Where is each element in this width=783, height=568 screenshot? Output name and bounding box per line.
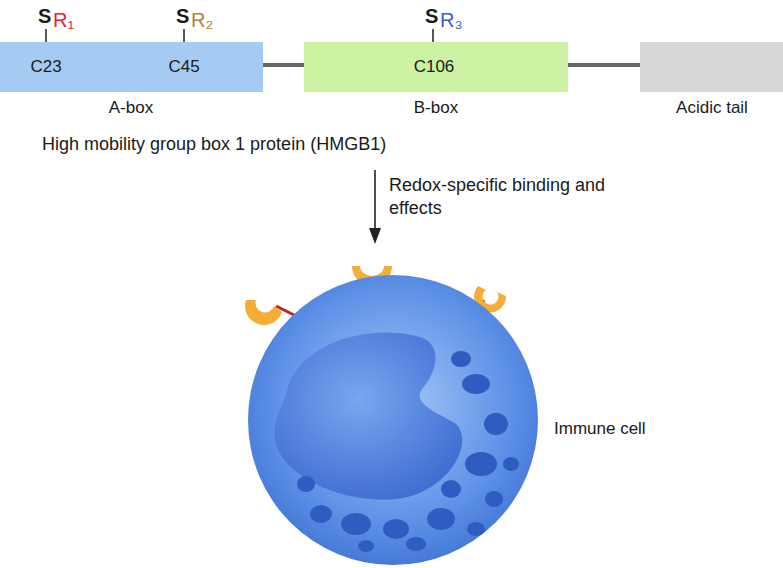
nucleus bbox=[275, 333, 463, 500]
granule bbox=[451, 351, 471, 367]
linker bbox=[568, 63, 640, 67]
cell-outline bbox=[246, 274, 540, 566]
residue-label: C106 bbox=[414, 57, 455, 77]
residue-label: C23 bbox=[30, 57, 61, 77]
granule bbox=[485, 491, 503, 507]
down-arrow bbox=[369, 170, 381, 244]
granule bbox=[441, 480, 461, 498]
granule bbox=[465, 452, 497, 476]
immune-cell: Immune cell bbox=[246, 274, 540, 566]
sulfur-stalks bbox=[46, 29, 433, 42]
cell-body bbox=[248, 275, 538, 565]
granule bbox=[462, 374, 490, 394]
residue-label: C45 bbox=[168, 57, 199, 77]
arrow-shaft bbox=[374, 170, 376, 232]
tail-box: Acidic tail bbox=[640, 42, 783, 92]
node-heading: B-box bbox=[414, 98, 458, 118]
linker bbox=[263, 63, 304, 67]
granule bbox=[467, 522, 485, 536]
node-heading: Immune cell bbox=[554, 419, 646, 439]
residue-group: R₁ bbox=[53, 8, 74, 32]
sulfur-label: S bbox=[425, 4, 438, 28]
node-heading: Acidic tail bbox=[676, 98, 748, 118]
granule bbox=[503, 457, 519, 471]
stalk bbox=[183, 29, 185, 42]
domain-box: C23C45A-box bbox=[0, 42, 263, 92]
granule bbox=[358, 540, 374, 552]
sulfur-label: S bbox=[176, 4, 189, 28]
arrow-label: Redox-specific binding and effects bbox=[389, 174, 609, 221]
granule bbox=[427, 508, 455, 530]
node-heading: A-box bbox=[109, 98, 153, 118]
granule bbox=[484, 413, 508, 435]
sulfur-label: S bbox=[38, 4, 51, 28]
granule bbox=[406, 537, 426, 551]
residue-group: R₃ bbox=[440, 8, 463, 32]
protein-title: High mobility group box 1 protein (HMGB1… bbox=[42, 134, 386, 156]
domain-box: C106B-box bbox=[304, 42, 568, 92]
residue-group: R₂ bbox=[191, 8, 213, 32]
receptor-cup bbox=[245, 300, 282, 325]
stalk bbox=[432, 29, 434, 42]
arrow-head bbox=[369, 228, 381, 244]
granule bbox=[383, 519, 409, 539]
granule bbox=[310, 505, 332, 523]
granule bbox=[341, 513, 371, 535]
granule bbox=[297, 476, 315, 492]
stalk bbox=[45, 29, 47, 42]
